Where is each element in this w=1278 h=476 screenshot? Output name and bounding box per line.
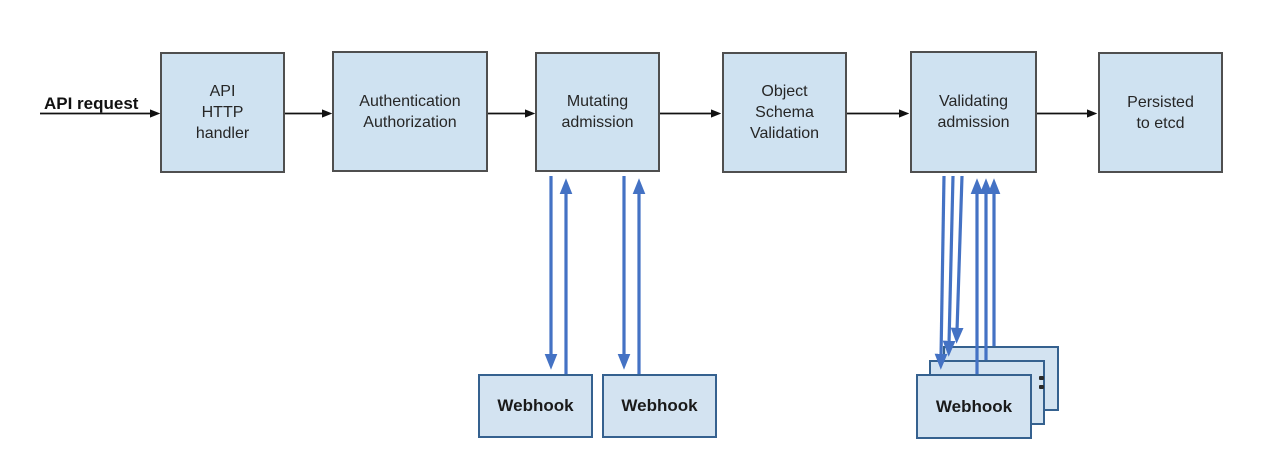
- stage-label-line: API: [209, 83, 236, 100]
- mutating-webhook-arrows: [544, 176, 646, 374]
- stage-label-line: admission: [561, 114, 634, 131]
- validating-webhook-call-arrow-2: [942, 175, 956, 357]
- api-request-label: API request: [44, 94, 139, 113]
- stage-label-line: Object: [761, 83, 808, 100]
- stage-box-object-schema-validation: Object Schema Validation: [722, 52, 847, 173]
- stage-box-validating-admission: Validating admission: [910, 51, 1037, 173]
- validating-webhook-call-arrow-3: [950, 175, 964, 344]
- stage-box-api-http-handler: API HTTP handler: [160, 52, 285, 173]
- stage-label-line: Mutating: [566, 93, 629, 110]
- validating-webhook-call-arrow-1: [934, 175, 948, 370]
- stage-label-line: to etcd: [1136, 114, 1185, 132]
- validating-webhook-arrows: [934, 175, 1001, 374]
- webhook-stack-text-fragment-icon: [1039, 385, 1044, 389]
- mutating-webhook-box-1: Webhook: [478, 374, 593, 438]
- stage-label-line: HTTP: [201, 104, 244, 121]
- validating-webhook-box-front: Webhook: [916, 374, 1032, 439]
- stage-label-line: Schema: [755, 104, 814, 121]
- stage-label-line: Validation: [749, 125, 820, 142]
- stage-label-line: Validating: [938, 93, 1009, 110]
- stage-label-line: admission: [937, 114, 1010, 131]
- stage-label-line: handler: [195, 125, 250, 142]
- webhook-label: Webhook: [935, 396, 1013, 416]
- mutating-webhook-box-2: Webhook: [602, 374, 717, 438]
- stage-label-line: Authorization: [363, 113, 457, 131]
- webhook-label: Webhook: [621, 396, 698, 415]
- stage-label-line: Authentication: [359, 92, 461, 110]
- stage-box-persisted-to-etcd: Persisted to etcd: [1098, 52, 1223, 173]
- webhook-stack-text-fragment-icon: [1039, 376, 1044, 380]
- stage-box-mutating-admission: Mutating admission: [535, 52, 660, 172]
- stage-box-authentication-authorization: Authentication Authorization: [332, 51, 488, 172]
- webhook-label: Webhook: [497, 396, 574, 415]
- stage-label-line: Persisted: [1127, 93, 1194, 111]
